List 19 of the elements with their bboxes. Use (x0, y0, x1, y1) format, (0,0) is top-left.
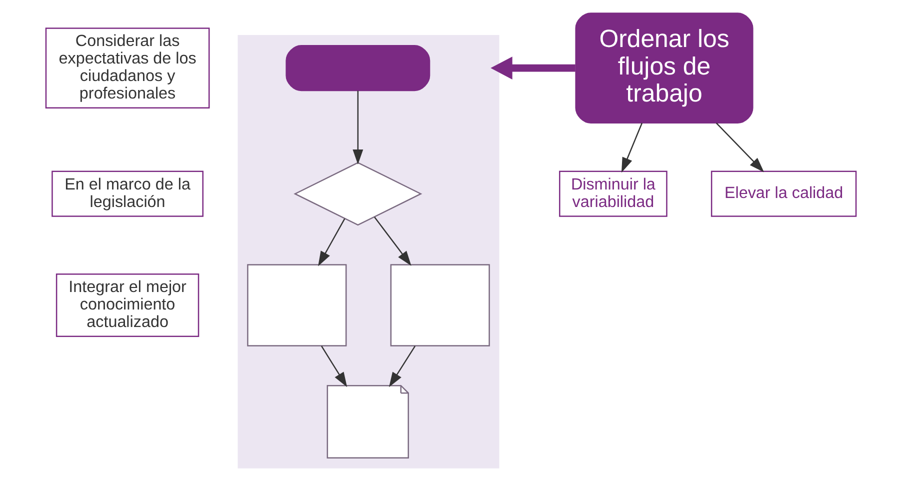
node-box (390, 264, 490, 346)
arrow (374, 216, 411, 266)
node-box (246, 264, 346, 346)
arrow (490, 56, 575, 80)
arrow (620, 122, 642, 173)
arrow (318, 218, 345, 266)
node-box: Ordenar los flujos de trabajo (574, 12, 753, 124)
arrow (320, 346, 347, 388)
arrow (715, 122, 764, 172)
node-box: Integrar el mejor conocimiento actualizado (55, 274, 199, 338)
node-box: En el marco de la legislación (51, 170, 203, 217)
cluster (237, 35, 499, 468)
node-box: Elevar la calidad (710, 170, 856, 217)
node-box (285, 45, 430, 92)
arrow (352, 90, 363, 164)
node-diamond (293, 162, 422, 226)
node-box: Considerar las expectativas de los ciudadanos y profesionales (44, 28, 210, 109)
arrow (388, 346, 416, 388)
node-box: Disminuir la variabilidad (558, 170, 667, 217)
